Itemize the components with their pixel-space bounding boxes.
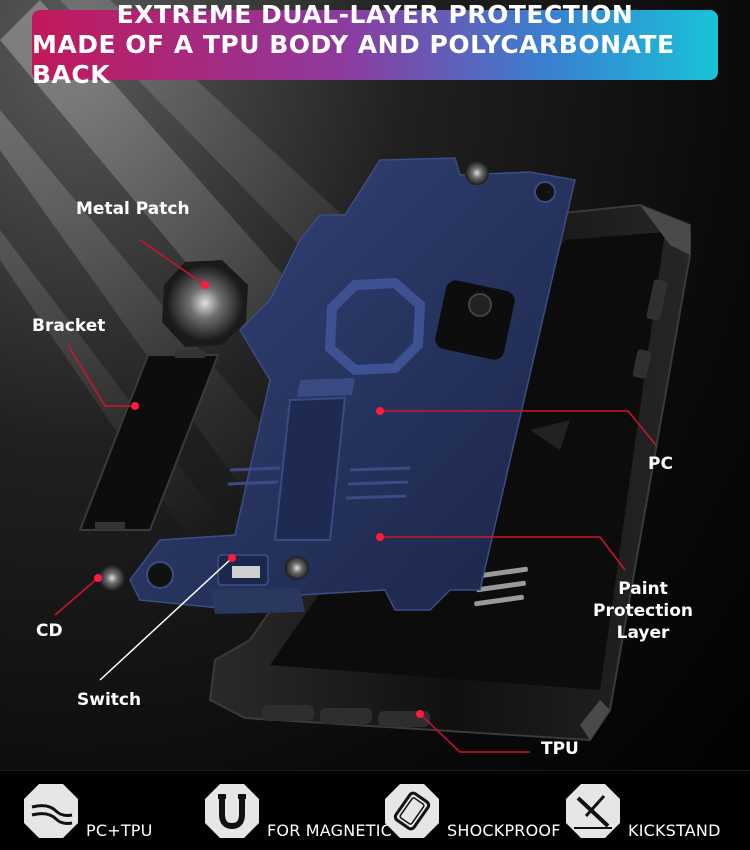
pc-back-shell	[129, 157, 576, 614]
kickstand-icon	[566, 784, 620, 838]
headline-line-1: EXTREME DUAL-LAYER PROTECTION	[116, 0, 634, 29]
callout-tpu: TPU	[541, 739, 579, 759]
metal-patch	[162, 260, 248, 347]
shockproof-icon	[385, 784, 439, 838]
switch-callout-line	[99, 557, 233, 681]
callout-dots	[94, 281, 424, 718]
pc-tpu-icon	[24, 784, 78, 838]
callout-switch: Switch	[77, 690, 142, 710]
feature-shockproof-label: SHOCKPROOF	[447, 820, 561, 840]
feature-magnetic-label: FOR MAGNETIC	[267, 820, 393, 840]
callout-lines	[54, 239, 657, 753]
callout-cd: CD	[36, 621, 63, 641]
feature-kickstand: KICKSTAND	[564, 771, 721, 850]
headline-line-2: MADE OF A TPU BODY AND POLYCARBONATE BAC…	[32, 30, 675, 89]
callout-bracket: Bracket	[32, 316, 106, 336]
callout-metal-patch: Metal Patch	[76, 199, 190, 219]
callout-paint-protection-line-1: Paint Protection	[593, 579, 693, 621]
feature-kickstand-label: KICKSTAND	[628, 820, 721, 840]
cd-disc	[99, 565, 125, 591]
feature-magnetic: FOR MAGNETIC	[203, 771, 392, 850]
feature-bar: PC+TPU FOR MAGNETIC SHOCKPROOF	[0, 770, 750, 850]
magnet-icon	[205, 784, 259, 838]
bracket-plate	[78, 350, 220, 531]
feature-shockproof: SHOCKPROOF	[383, 771, 561, 850]
headline-banner: EXTREME DUAL-LAYER PROTECTION MADE OF A …	[32, 0, 718, 89]
callout-paint-protection: Paint Protection Layer	[568, 578, 718, 644]
feature-pc-tpu-label: PC+TPU	[86, 820, 153, 840]
feature-pc-tpu: PC+TPU	[22, 771, 153, 850]
callout-paint-protection-line-2: Layer	[616, 623, 670, 643]
phone-case-exploded-view	[54, 157, 691, 753]
callout-pc: PC	[648, 454, 673, 474]
